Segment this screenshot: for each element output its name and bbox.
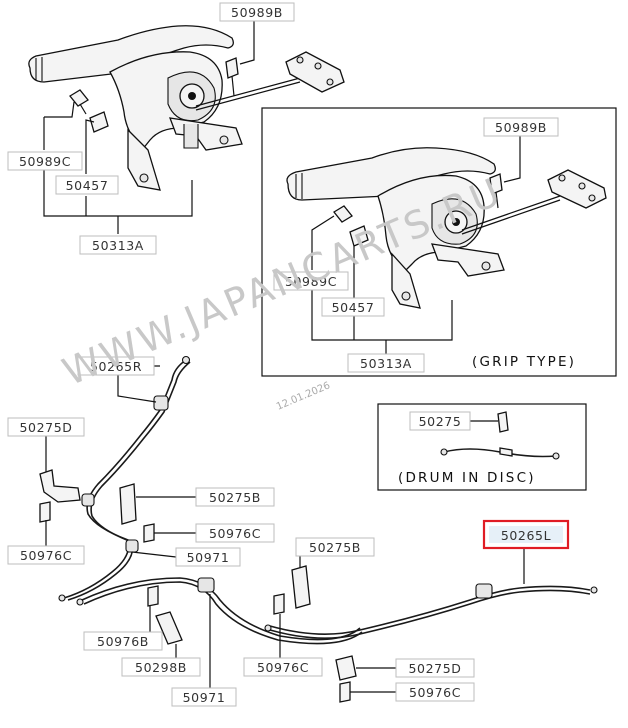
cable-50265L: [264, 583, 598, 639]
svg-text:50313A: 50313A: [360, 356, 412, 371]
label-50275D-left[interactable]: 50275D: [7, 417, 85, 437]
bracket-50275B-mid: [119, 483, 137, 525]
svg-text:50989B: 50989B: [495, 120, 547, 135]
svg-text:50976B: 50976B: [97, 634, 149, 649]
svg-text:50976C: 50976C: [409, 685, 461, 700]
drum-in-disc-frame: [377, 403, 587, 491]
drum-in-disc-caption: (DRUM IN DISC): [398, 470, 536, 486]
svg-text:50275B: 50275B: [209, 490, 261, 505]
svg-text:50976C: 50976C: [20, 548, 72, 563]
bolt-50976C-bottomright: [339, 681, 351, 703]
svg-text:50275D: 50275D: [409, 661, 462, 676]
cable-50265R: [58, 355, 191, 602]
label-50989C-grip[interactable]: 50989C: [273, 271, 349, 291]
label-50265L[interactable]: 50265L: [482, 519, 570, 550]
svg-text:50989B: 50989B: [231, 5, 283, 20]
cable-50971: [76, 577, 363, 645]
bolt-50976C-bottom: [273, 593, 285, 615]
svg-text:50275D: 50275D: [20, 420, 73, 435]
svg-text:50976C: 50976C: [257, 660, 309, 675]
lever-assembly-grip: [286, 147, 607, 309]
label-50989B-main[interactable]: 50989B: [219, 2, 295, 22]
grip-type-frame: [261, 107, 617, 377]
label-50457-main[interactable]: 50457: [55, 175, 119, 195]
svg-text:50298B: 50298B: [135, 660, 187, 675]
label-50976B[interactable]: 50976B: [83, 631, 163, 651]
svg-text:50971: 50971: [187, 550, 230, 565]
svg-text:50971: 50971: [183, 690, 226, 705]
svg-text:50457: 50457: [332, 300, 375, 315]
drum-in-disc-parts: [440, 411, 560, 460]
svg-text:50457: 50457: [66, 178, 109, 193]
grip-type-caption: (GRIP TYPE): [472, 354, 576, 370]
label-50976C-bottom[interactable]: 50976C: [243, 657, 323, 677]
bracket-50275D-bottom: [335, 655, 357, 681]
svg-text:50989C: 50989C: [19, 154, 71, 169]
label-50989B-grip[interactable]: 50989B: [483, 117, 559, 137]
svg-text:50265L: 50265L: [501, 528, 551, 543]
label-50275D-bottom[interactable]: 50275D: [395, 658, 475, 678]
label-50313A-main[interactable]: 50313A: [79, 235, 157, 255]
bolt-50976C-left: [39, 501, 51, 523]
svg-text:50989C: 50989C: [285, 274, 337, 289]
bracket-50275B-right: [291, 565, 311, 609]
watermark: WWW.JAPANCARTS.RU: [56, 169, 508, 394]
bolt-50976B: [147, 585, 159, 607]
label-50298B[interactable]: 50298B: [121, 657, 201, 677]
svg-text:50265R: 50265R: [90, 359, 142, 374]
leaders-grip: [311, 136, 521, 356]
bracket-50275D-left: [39, 469, 81, 503]
lever-assembly-main: [28, 25, 345, 191]
date-stamp: 12.01.2026: [275, 380, 332, 413]
label-50971-bottom[interactable]: 50971: [171, 687, 237, 707]
label-50976C-mid[interactable]: 50976C: [195, 523, 275, 543]
label-50275-drum[interactable]: 50275: [409, 411, 471, 431]
svg-text:50275: 50275: [419, 414, 462, 429]
label-50265R[interactable]: 50265R: [77, 356, 155, 376]
bolt-50976C-mid: [143, 523, 155, 543]
label-50989C-main[interactable]: 50989C: [7, 151, 83, 171]
label-50976C-left[interactable]: 50976C: [7, 545, 85, 565]
svg-text:50313A: 50313A: [92, 238, 144, 253]
label-50976C-bottomright[interactable]: 50976C: [395, 682, 475, 702]
label-50275B-mid[interactable]: 50275B: [195, 487, 275, 507]
label-50313A-grip[interactable]: 50313A: [347, 353, 425, 373]
svg-text:50976C: 50976C: [209, 526, 261, 541]
label-50971-mid[interactable]: 50971: [175, 547, 241, 567]
leaders-main: [43, 21, 255, 234]
label-50275B-right[interactable]: 50275B: [295, 537, 375, 557]
svg-text:50275B: 50275B: [309, 540, 361, 555]
label-50457-grip[interactable]: 50457: [321, 297, 385, 317]
bracket-50298B: [155, 611, 183, 645]
